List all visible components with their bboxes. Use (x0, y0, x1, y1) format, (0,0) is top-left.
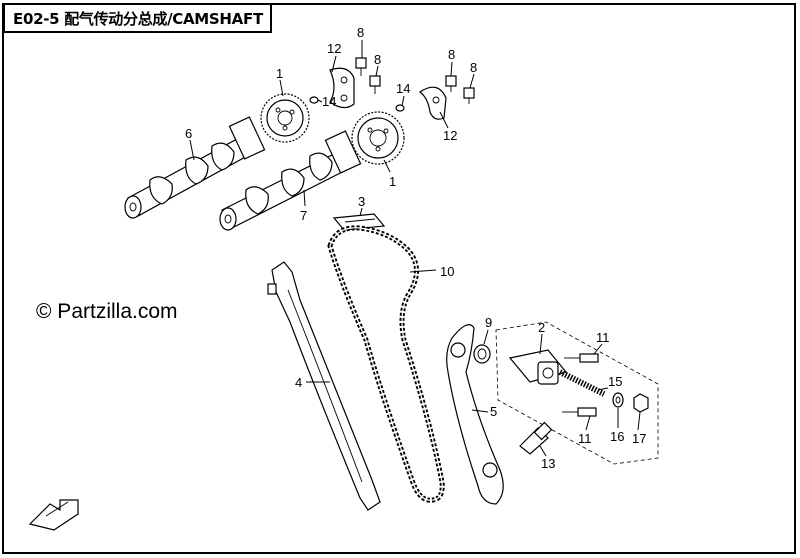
cam-cap-plate-12-upper[interactable] (329, 67, 355, 109)
bolt-17[interactable] (633, 393, 649, 413)
callout-4: 4 (295, 375, 302, 390)
callout-12-lower: 12 (443, 128, 457, 143)
cam-sprocket-1-upper[interactable] (260, 93, 310, 143)
callout-1-upper: 1 (276, 66, 283, 81)
tensioner-2[interactable] (508, 349, 568, 385)
camshaft-7[interactable] (219, 130, 362, 231)
callout-13: 13 (541, 456, 555, 471)
callout-7: 7 (300, 208, 307, 223)
callout-16: 16 (610, 429, 624, 444)
bolt-8-upper-b[interactable] (369, 75, 381, 94)
tensioner-assembly-outline (495, 321, 659, 465)
callout-5: 5 (490, 404, 497, 419)
camshaft-6[interactable] (124, 116, 266, 219)
pin-14-lower[interactable] (395, 104, 405, 112)
callout-17: 17 (632, 431, 646, 446)
diagram-frame (2, 3, 796, 554)
bolt-11-upper[interactable] (564, 353, 599, 363)
callout-8-a: 8 (357, 25, 364, 40)
tensioner-spring-15[interactable] (558, 369, 606, 397)
chain-guide-4[interactable] (267, 261, 381, 511)
pin-14-upper[interactable] (309, 96, 319, 104)
callout-6: 6 (185, 126, 192, 141)
front-direction-arrow-icon (28, 499, 79, 531)
bolt-11-lower[interactable] (562, 407, 597, 417)
bolt-8-lower-b[interactable] (463, 87, 475, 104)
cam-cap-plate-12-lower[interactable] (418, 86, 447, 120)
bolt-8-upper-a[interactable] (355, 57, 367, 76)
callout-2: 2 (538, 320, 545, 335)
timing-chain-10[interactable] (327, 225, 445, 503)
callout-14-upper: 14 (322, 94, 336, 109)
washer-9[interactable] (473, 344, 491, 364)
cam-sprocket-1-lower[interactable] (351, 111, 405, 165)
washer-16[interactable] (612, 392, 624, 408)
diagram-title: E02-5 配气传动分总成/CAMSHAFT (13, 9, 263, 28)
callout-8-d: 8 (470, 60, 477, 75)
callout-15: 15 (608, 374, 622, 389)
bolt-8-lower-a[interactable] (445, 75, 457, 92)
chain-guide-pad-3[interactable] (332, 213, 386, 231)
pivot-bolt-13[interactable] (519, 421, 553, 455)
callout-11-lower: 11 (578, 431, 592, 446)
diagram-title-box: E02-5 配气传动分总成/CAMSHAFT (3, 3, 272, 33)
callout-14-lower: 14 (396, 81, 410, 96)
callout-1-lower: 1 (389, 174, 396, 189)
tensioner-arm-5[interactable] (446, 324, 504, 505)
callout-8-b: 8 (374, 52, 381, 67)
callout-8-c: 8 (448, 47, 455, 62)
callout-3: 3 (358, 194, 365, 209)
watermark: © Partzilla.com (36, 300, 178, 323)
callout-12-upper: 12 (327, 41, 341, 56)
callout-10: 10 (440, 264, 454, 279)
callout-9: 9 (485, 315, 492, 330)
leader-lines (189, 40, 641, 457)
callout-11-upper: 11 (596, 330, 610, 345)
callout-labels: 12 8 8 1 14 14 8 8 12 6 1 7 3 10 9 2 11 … (185, 25, 646, 471)
